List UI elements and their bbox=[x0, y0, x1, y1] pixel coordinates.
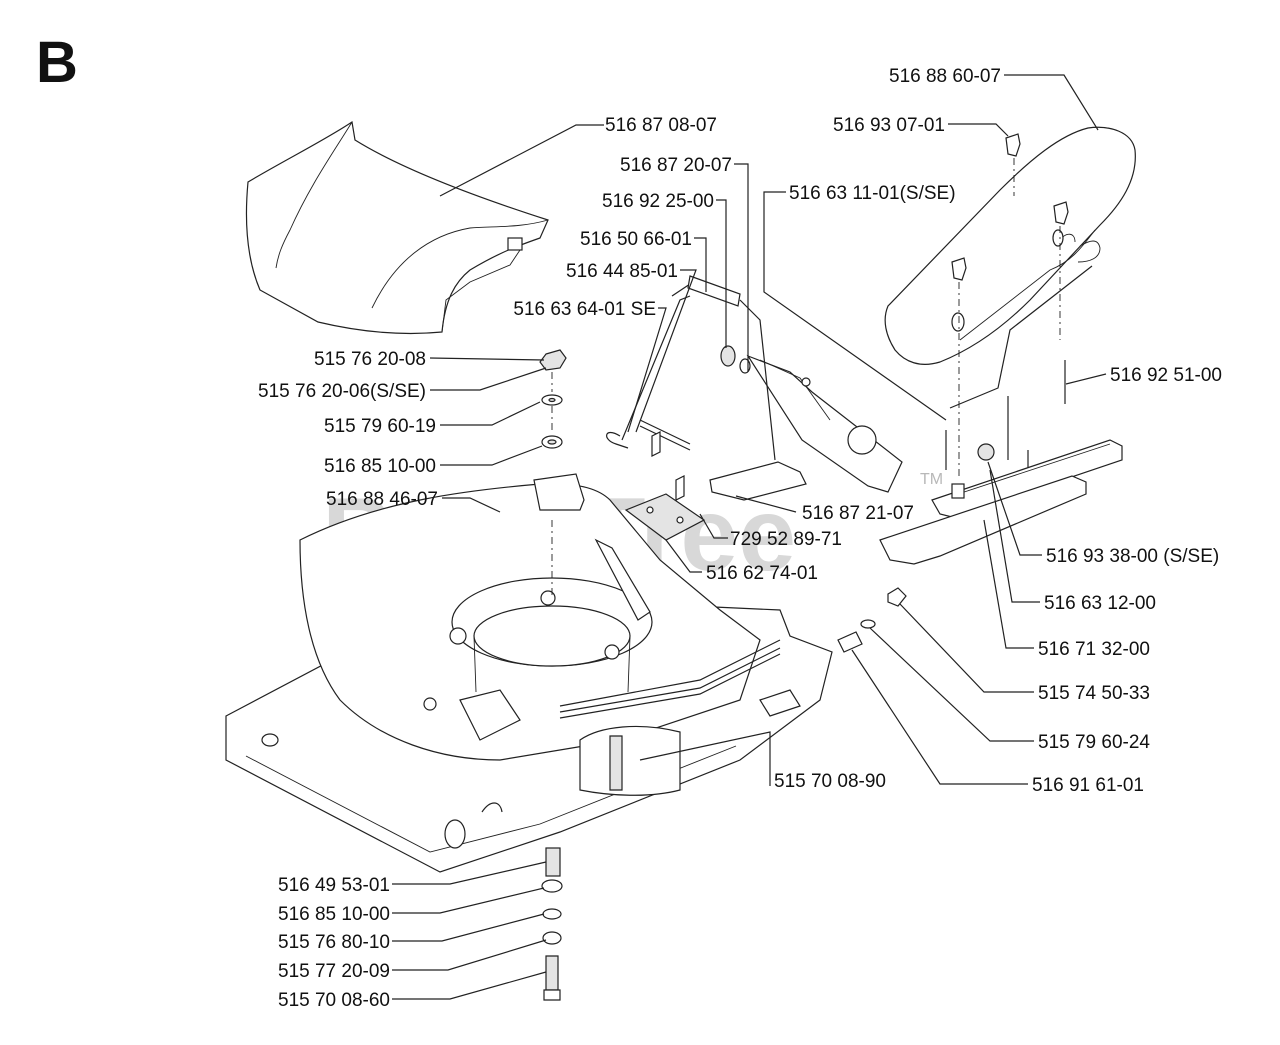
part-label: 516 49 53-01 bbox=[278, 875, 390, 896]
part-label: 516 87 20-07 bbox=[620, 155, 732, 176]
part-label: 516 85 10-00 bbox=[278, 904, 390, 925]
part-label: 515 70 08-90 bbox=[774, 771, 886, 792]
part-label: 515 76 20-06(S/SE) bbox=[258, 381, 426, 402]
lever-drawing bbox=[606, 275, 903, 501]
rail-drawing bbox=[879, 360, 1123, 565]
part-label: 516 50 66-01 bbox=[580, 229, 692, 250]
side-cover-drawing bbox=[884, 126, 1136, 480]
part-label: 516 88 60-07 bbox=[889, 66, 1001, 87]
watermark-tm: TM bbox=[920, 471, 943, 488]
part-label: 516 85 10-00 bbox=[324, 456, 436, 477]
section-letter: B bbox=[36, 30, 78, 95]
part-label: 515 77 20-09 bbox=[278, 961, 390, 982]
part-label: 516 63 11-01(S/SE) bbox=[789, 183, 956, 204]
part-label: 515 79 60-19 bbox=[324, 416, 436, 437]
deck-drawing bbox=[225, 473, 833, 873]
part-label: 516 63 12-00 bbox=[1044, 593, 1156, 614]
part-label: 516 87 21-07 bbox=[802, 503, 914, 524]
part-label: 515 79 60-24 bbox=[1038, 732, 1150, 753]
part-label: 515 76 20-08 bbox=[314, 349, 426, 370]
plate-drawing bbox=[624, 431, 706, 541]
part-label: 516 91 61-01 bbox=[1032, 775, 1144, 796]
part-label: 515 70 08-60 bbox=[278, 990, 390, 1011]
lower-hardware-drawing bbox=[541, 847, 563, 1001]
bag-cover-drawing bbox=[245, 120, 549, 335]
part-label: 516 93 07-01 bbox=[833, 115, 945, 136]
part-label: 729 52 89-71 bbox=[730, 529, 842, 550]
part-label: 516 63 64-01 SE bbox=[513, 299, 656, 320]
part-label: 515 74 50-33 bbox=[1038, 683, 1150, 704]
part-label: 516 92 25-00 bbox=[602, 191, 714, 212]
part-label: 515 76 80-10 bbox=[278, 932, 390, 953]
upper-hardware-drawing bbox=[539, 349, 567, 449]
part-label: 516 62 74-01 bbox=[706, 563, 818, 584]
leader-lines bbox=[392, 74, 1107, 1000]
side-hardware-drawing bbox=[837, 587, 907, 653]
part-label: 516 92 51-00 bbox=[1110, 365, 1222, 386]
part-label: 516 87 08-07 bbox=[605, 115, 717, 136]
part-label: 516 44 85-01 bbox=[566, 261, 678, 282]
part-label: 516 93 38-00 (S/SE) bbox=[1046, 546, 1219, 567]
part-label: 516 88 46-07 bbox=[326, 489, 438, 510]
part-label: 516 71 32-00 bbox=[1038, 639, 1150, 660]
